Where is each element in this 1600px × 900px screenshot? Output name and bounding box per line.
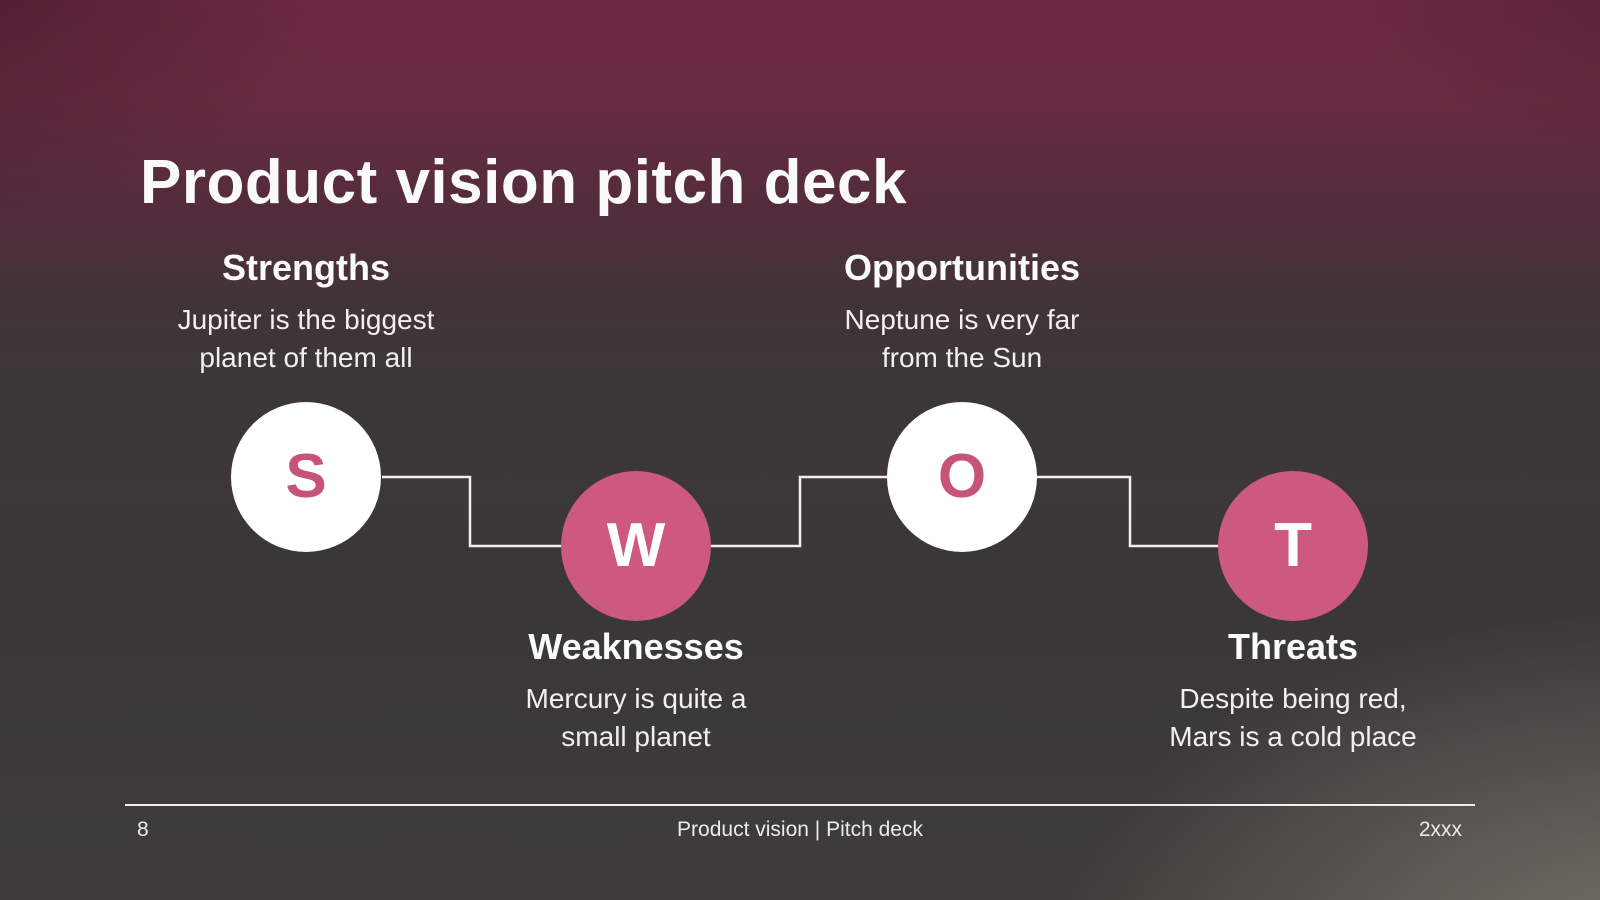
threats-letter: T	[1274, 511, 1312, 580]
strengths-letter: S	[285, 442, 327, 511]
threats-description: Despite being red, Mars is a cold place	[1169, 683, 1417, 753]
strengths-description: Jupiter is the biggest planet of them al…	[177, 304, 435, 374]
footer-year: 2xxx	[1418, 818, 1462, 841]
swot-section-opportunities: Opportunities Neptune is very far from t…	[762, 247, 1162, 378]
footer-deck-title: Product vision | Pitch deck	[677, 818, 923, 841]
weaknesses-heading: Weaknesses	[528, 626, 744, 667]
opportunities-heading: Opportunities	[844, 247, 1080, 288]
swot-section-strengths: Strengths Jupiter is the biggest planet …	[106, 247, 506, 378]
opportunities-letter: O	[937, 442, 987, 511]
strengths-circle: S	[231, 402, 381, 552]
footer-page-number: 8	[137, 818, 149, 841]
weaknesses-circle: W	[561, 471, 711, 621]
swot-section-weaknesses: Weaknesses Mercury is quite a small plan…	[436, 626, 836, 757]
opportunities-description: Neptune is very far from the Sun	[844, 304, 1080, 374]
swot-section-threats: Threats Despite being red, Mars is a col…	[1093, 626, 1493, 757]
slide-title: Product vision pitch deck	[140, 147, 907, 217]
threats-heading: Threats	[1227, 626, 1359, 667]
strengths-heading: Strengths	[221, 247, 390, 288]
threats-circle: T	[1218, 471, 1368, 621]
weaknesses-letter: W	[606, 511, 666, 580]
weaknesses-description: Mercury is quite a small planet	[525, 683, 747, 753]
footer-divider	[125, 804, 1475, 806]
opportunities-circle: O	[887, 402, 1037, 552]
